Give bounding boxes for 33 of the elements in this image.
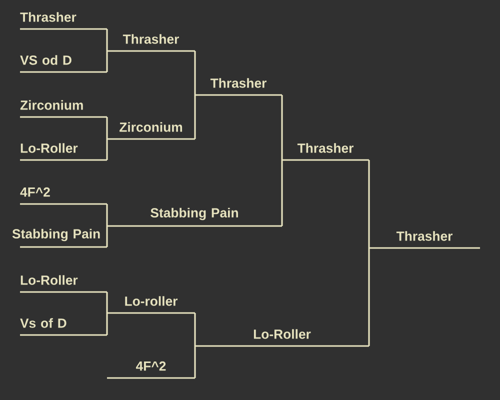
- bracket-slot: 4F^2: [107, 361, 195, 379]
- bracket-slot: VS od D: [20, 55, 107, 73]
- bracket-slot: Thrasher: [195, 78, 282, 96]
- bracket-connector: [194, 313, 196, 346]
- bracket-connector: [281, 95, 283, 160]
- bracket-slot: Stabbing Pain: [107, 208, 282, 227]
- bracket-connector: [106, 117, 108, 139]
- bracket-slot: Lo-Roller: [20, 275, 107, 293]
- bracket-connector: [106, 204, 108, 226]
- bracket-slot: Lo-roller: [107, 296, 195, 314]
- bracket-slot: Lo-Roller: [195, 329, 369, 347]
- bracket-slot: Lo-Roller: [20, 143, 107, 161]
- bracket-connector: [106, 139, 108, 160]
- bracket-slot: Vs of D: [20, 318, 107, 336]
- bracket-slot: 4F^2: [20, 187, 107, 205]
- bracket-connector: [106, 51, 108, 72]
- bracket-connector: [106, 226, 108, 247]
- bracket-connector: [106, 29, 108, 51]
- bracket-connector: [106, 313, 108, 335]
- bracket-slot: Thrasher: [282, 143, 369, 161]
- bracket-slot: Stabbing Pain: [12, 228, 107, 248]
- bracket-slot: Zirconium: [20, 100, 107, 118]
- bracket-connector: [368, 160, 370, 248]
- bracket-slot: Thrasher: [20, 12, 107, 30]
- bracket-connector: [281, 160, 283, 226]
- bracket-connector: [194, 51, 196, 95]
- bracket-slot: Thrasher: [107, 34, 195, 52]
- bracket-connector: [106, 292, 108, 313]
- bracket-slot: Zirconium: [107, 122, 195, 140]
- bracket-connector: [368, 248, 370, 346]
- bracket-slot: Thrasher: [369, 231, 480, 249]
- bracket-connector: [194, 95, 196, 139]
- bracket-connector: [194, 346, 196, 378]
